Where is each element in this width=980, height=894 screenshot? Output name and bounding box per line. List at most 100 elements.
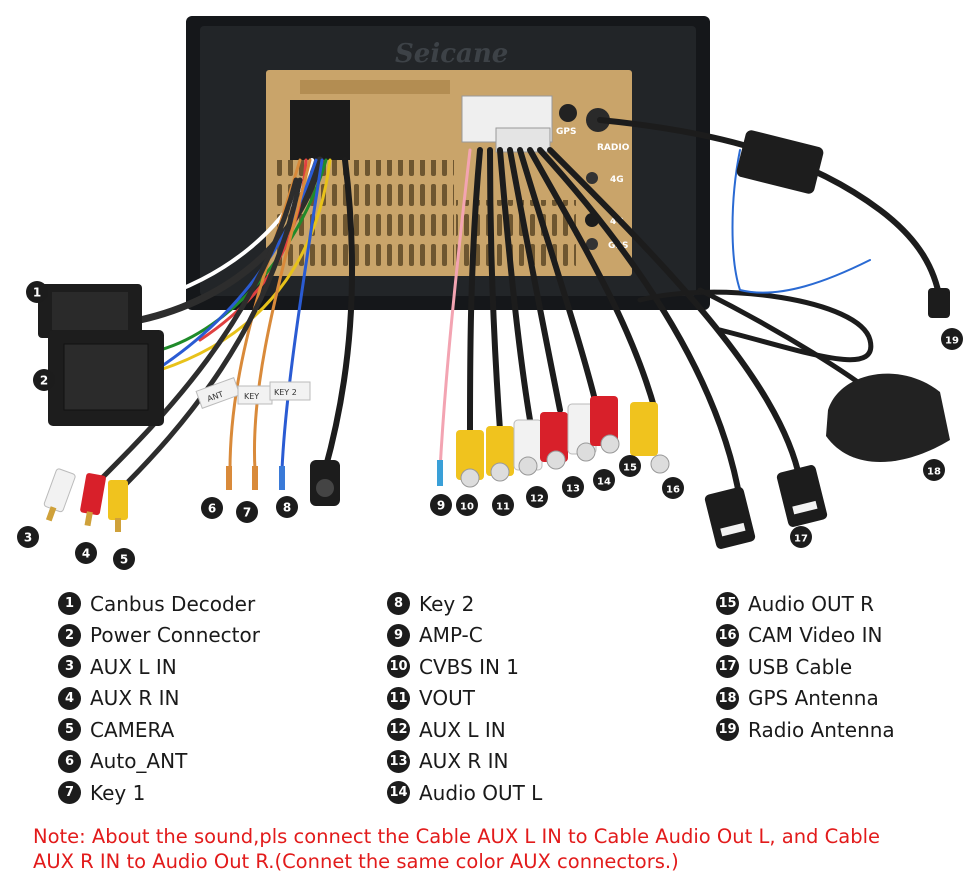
- radio-cable-box: [736, 130, 824, 194]
- wire-tags: ANT KEY KEY 2: [195, 377, 311, 409]
- callout-8: 8: [276, 496, 298, 518]
- legend-label: CAMERA: [90, 717, 175, 742]
- legend-label: USB Cable: [748, 654, 853, 679]
- callout-badge: [492, 494, 514, 516]
- legend-label: Audio OUT R: [748, 591, 875, 616]
- wire-tip-amp: [437, 460, 443, 486]
- brand-logo: Seicane: [395, 39, 508, 69]
- callout-1: 1: [26, 281, 48, 303]
- rca-center-group: [456, 396, 620, 488]
- callout-number: 8: [283, 501, 291, 515]
- power-connector: [48, 330, 164, 426]
- callout-2: 2: [33, 369, 55, 391]
- legend-number-badge: 12: [387, 718, 410, 742]
- callout-number: 4: [82, 547, 90, 561]
- callout-badge: [662, 477, 684, 499]
- legend-label: Key 1: [90, 780, 146, 805]
- callout-7: 7: [236, 501, 258, 523]
- legend-label: CAM Video IN: [748, 623, 883, 648]
- legend-item: 2 Power Connector: [58, 620, 260, 652]
- callout-number: 5: [120, 553, 128, 567]
- legend-label: GPS Antenna: [748, 686, 879, 711]
- callout-number: 7: [243, 506, 251, 520]
- callout-11: 11: [492, 494, 514, 516]
- legend-label: Radio Antenna: [748, 717, 895, 742]
- legend-label: AUX L IN: [90, 654, 177, 679]
- legend-label: Auto_ANT: [90, 749, 188, 774]
- callout-12: 12: [526, 486, 548, 508]
- legend-label: AUX R IN: [90, 686, 180, 711]
- callout-13: 13: [562, 476, 584, 498]
- callout-15: 15: [619, 455, 641, 477]
- legend-item: 19 Radio Antenna: [716, 714, 895, 746]
- callout-badge: [456, 494, 478, 516]
- rca-cam-video: [630, 402, 670, 474]
- legend-number-badge: 11: [387, 686, 410, 710]
- legend-label: Power Connector: [90, 623, 260, 648]
- callout-number: 3: [24, 531, 32, 545]
- callout-number: 6: [208, 502, 216, 516]
- callout-badge: [113, 548, 135, 570]
- legend-number-badge: 15: [716, 592, 739, 616]
- callout-number: 10: [460, 502, 474, 513]
- callout-6: 6: [201, 497, 223, 519]
- port-gps: GPS: [556, 127, 576, 137]
- legend-number-badge: 6: [58, 749, 81, 773]
- legend-item: 6 Auto_ANT: [58, 746, 260, 778]
- wire-tip-key2: [279, 466, 285, 490]
- callout-5: 5: [113, 548, 135, 570]
- callout-badge: [201, 497, 223, 519]
- legend-number-badge: 18: [716, 686, 739, 710]
- legend-item: 18 GPS Antenna: [716, 683, 895, 715]
- tag-key2: KEY 2: [274, 388, 297, 397]
- radio-antenna-plug: [928, 288, 950, 318]
- legend-item: 3 AUX L IN: [58, 651, 260, 683]
- legend-item: 16 CAM Video IN: [716, 620, 895, 652]
- canbus-decoder: [38, 284, 142, 338]
- callout-badge: [562, 476, 584, 498]
- callout-badge: [619, 455, 641, 477]
- callout-number: 1: [33, 286, 41, 300]
- callout-badge: [17, 526, 39, 548]
- callout-badge: [276, 496, 298, 518]
- legend-item: 7 Key 1: [58, 777, 260, 809]
- port-4g-2: 4G: [610, 217, 624, 227]
- legend-label: AMP-C: [419, 623, 483, 648]
- legend-number-badge: 8: [387, 592, 410, 616]
- legend-number-badge: 3: [58, 655, 81, 679]
- callout-10: 10: [456, 494, 478, 516]
- callout-number: 11: [496, 502, 510, 513]
- callout-3: 3: [17, 526, 39, 548]
- legend-label: Audio OUT L: [419, 780, 543, 805]
- callout-badge: [923, 459, 945, 481]
- main-harness-socket: [290, 100, 350, 160]
- callout-4: 4: [75, 542, 97, 564]
- legend-number-badge: 2: [58, 623, 81, 647]
- port-radio: RADIO: [597, 143, 630, 153]
- callout-16: 16: [662, 477, 684, 499]
- callout-badge: [236, 501, 258, 523]
- callout-17: 17: [790, 526, 812, 548]
- wire-tip-auto-ant: [226, 466, 232, 490]
- wire-tip-key1: [252, 466, 258, 490]
- callout-19: 19: [941, 328, 963, 350]
- legend-number-badge: 19: [716, 718, 739, 742]
- callout-number: 12: [530, 494, 544, 505]
- legend-number-badge: 16: [716, 623, 739, 647]
- gps-antenna: [826, 373, 950, 463]
- rca-left-group: [43, 468, 128, 532]
- legend-number-badge: 9: [387, 623, 410, 647]
- legend-number-badge: 7: [58, 781, 81, 805]
